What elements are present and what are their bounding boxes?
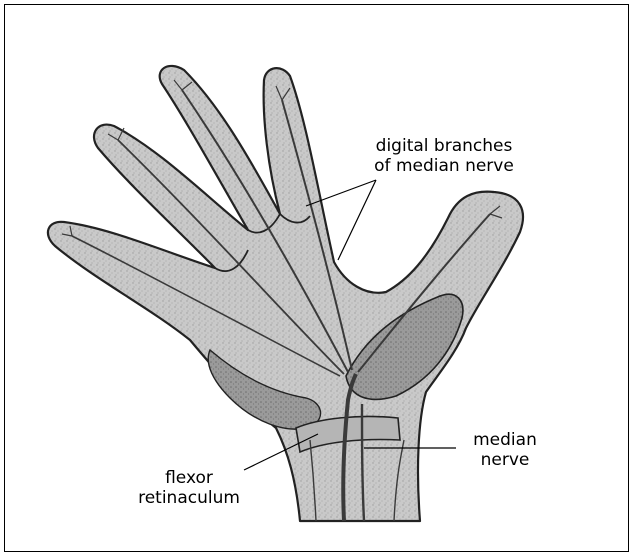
label-median-nerve-line2: nerve xyxy=(455,450,555,470)
label-digital-branches-line1: digital branches xyxy=(352,136,536,156)
label-digital-branches: digital branches of median nerve xyxy=(352,136,536,176)
label-flexor-retinaculum: flexor retinaculum xyxy=(130,468,248,508)
label-digital-branches-line2: of median nerve xyxy=(352,156,536,176)
hand-outline xyxy=(48,66,523,521)
label-flexor-retinaculum-line2: retinaculum xyxy=(130,488,248,508)
label-median-nerve-line1: median xyxy=(455,430,555,450)
label-flexor-retinaculum-line1: flexor xyxy=(130,468,248,488)
label-median-nerve: median nerve xyxy=(455,430,555,470)
